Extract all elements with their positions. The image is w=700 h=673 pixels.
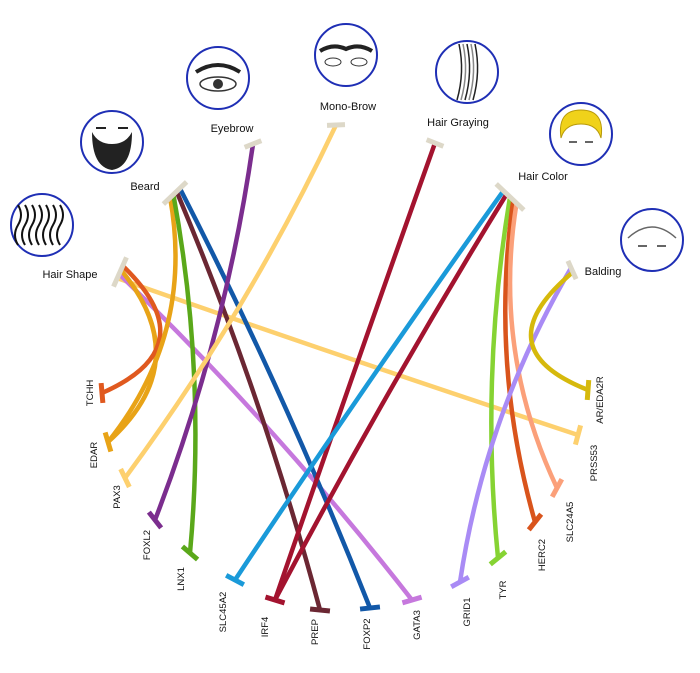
gene-label: AR/EDA2R xyxy=(595,376,606,424)
trait-bar-mono-brow xyxy=(326,122,346,128)
trait-label: Hair Shape xyxy=(42,269,97,281)
link-hair-color-herc2 xyxy=(503,199,538,523)
gene-bar-foxl2 xyxy=(146,510,164,530)
beard-icon xyxy=(80,110,144,174)
balding-icon xyxy=(620,208,684,272)
link-hair-shape-gata3 xyxy=(117,272,414,602)
trait-label: Beard xyxy=(130,181,159,193)
link-balding-grid1 xyxy=(457,266,574,583)
link-mono-brow-pax3 xyxy=(123,124,339,480)
gene-bar-herc2 xyxy=(526,512,544,532)
link-hair-color-slc45a2 xyxy=(233,189,506,582)
gene-bar-grid1 xyxy=(450,575,470,589)
link-hair-graying-irf4 xyxy=(272,142,438,601)
gene-bar-irf4 xyxy=(264,594,286,606)
gene-label: PRSS53 xyxy=(589,445,600,481)
trait-label: Balding xyxy=(585,266,622,278)
link-beard-lnx1 xyxy=(171,194,198,554)
link-eyebrow-foxl2 xyxy=(152,143,256,521)
mono-brow-icon xyxy=(314,23,378,87)
gene-label: TCHH xyxy=(85,380,96,407)
eyebrow-icon xyxy=(186,46,250,110)
gene-label: GRID1 xyxy=(462,597,473,626)
gene-label: EDAR xyxy=(89,442,100,469)
gene-label: GATA3 xyxy=(412,610,423,640)
links xyxy=(101,124,589,611)
gene-bar-slc24a5 xyxy=(550,478,564,498)
link-balding-ar-eda2r xyxy=(528,270,589,393)
trait-bar-eyebrow xyxy=(243,138,263,150)
trait-label: Mono-Brow xyxy=(320,101,376,113)
gene-bar-ar-eda2r xyxy=(584,379,592,401)
link-beard-foxp2 xyxy=(177,187,373,609)
gene-bar-slc45a2 xyxy=(224,573,246,587)
link-hair-shape-tchh xyxy=(101,264,163,396)
icons xyxy=(10,23,684,272)
curly-hair-icon xyxy=(10,193,74,257)
gene-bar-edar xyxy=(102,431,114,453)
gene-bar-prep xyxy=(309,606,331,614)
trait-bar-beard xyxy=(161,180,189,206)
trait-bar-hair-shape xyxy=(111,256,129,288)
gene-label: HERC2 xyxy=(537,539,548,571)
trait-bar-hair-graying xyxy=(425,137,445,149)
link-hair-color-tyr xyxy=(489,196,513,559)
gray-hair-icon xyxy=(435,40,499,104)
trait-bar-balding xyxy=(565,259,579,281)
gene-bar-gata3 xyxy=(401,594,423,606)
gene-label: FOXL2 xyxy=(142,530,153,560)
trait-label: Hair Color xyxy=(518,171,568,183)
gene-bar-pax3 xyxy=(118,467,132,489)
gene-label: FOXP2 xyxy=(362,618,373,649)
gene-bar-tchh xyxy=(98,382,106,404)
link-beard-edar xyxy=(106,197,178,444)
gene-bar-lnx1 xyxy=(180,544,200,562)
trait-label: Eyebrow xyxy=(211,123,254,135)
gene-label: PREP xyxy=(310,619,321,645)
link-beard-prep xyxy=(174,190,323,611)
gene-bar-foxp2 xyxy=(359,604,381,612)
link-hair-color-slc24a5 xyxy=(507,202,560,489)
gene-label: LNX1 xyxy=(176,567,187,591)
link-hair-color-irf4 xyxy=(273,192,509,602)
gene-bar-tyr xyxy=(488,549,508,567)
hair-color-icon xyxy=(549,102,613,166)
gene-bar-prss53 xyxy=(572,424,584,446)
gene-label: PAX3 xyxy=(112,485,123,509)
gene-label: IRF4 xyxy=(260,617,271,638)
trait-bar-hair-color xyxy=(494,182,526,212)
gene-label: SLC45A2 xyxy=(218,592,229,633)
trait-label: Hair Graying xyxy=(427,117,489,129)
bars xyxy=(98,122,592,614)
gene-label: TYR xyxy=(498,580,509,599)
gene-label: SLC24A5 xyxy=(565,502,576,543)
